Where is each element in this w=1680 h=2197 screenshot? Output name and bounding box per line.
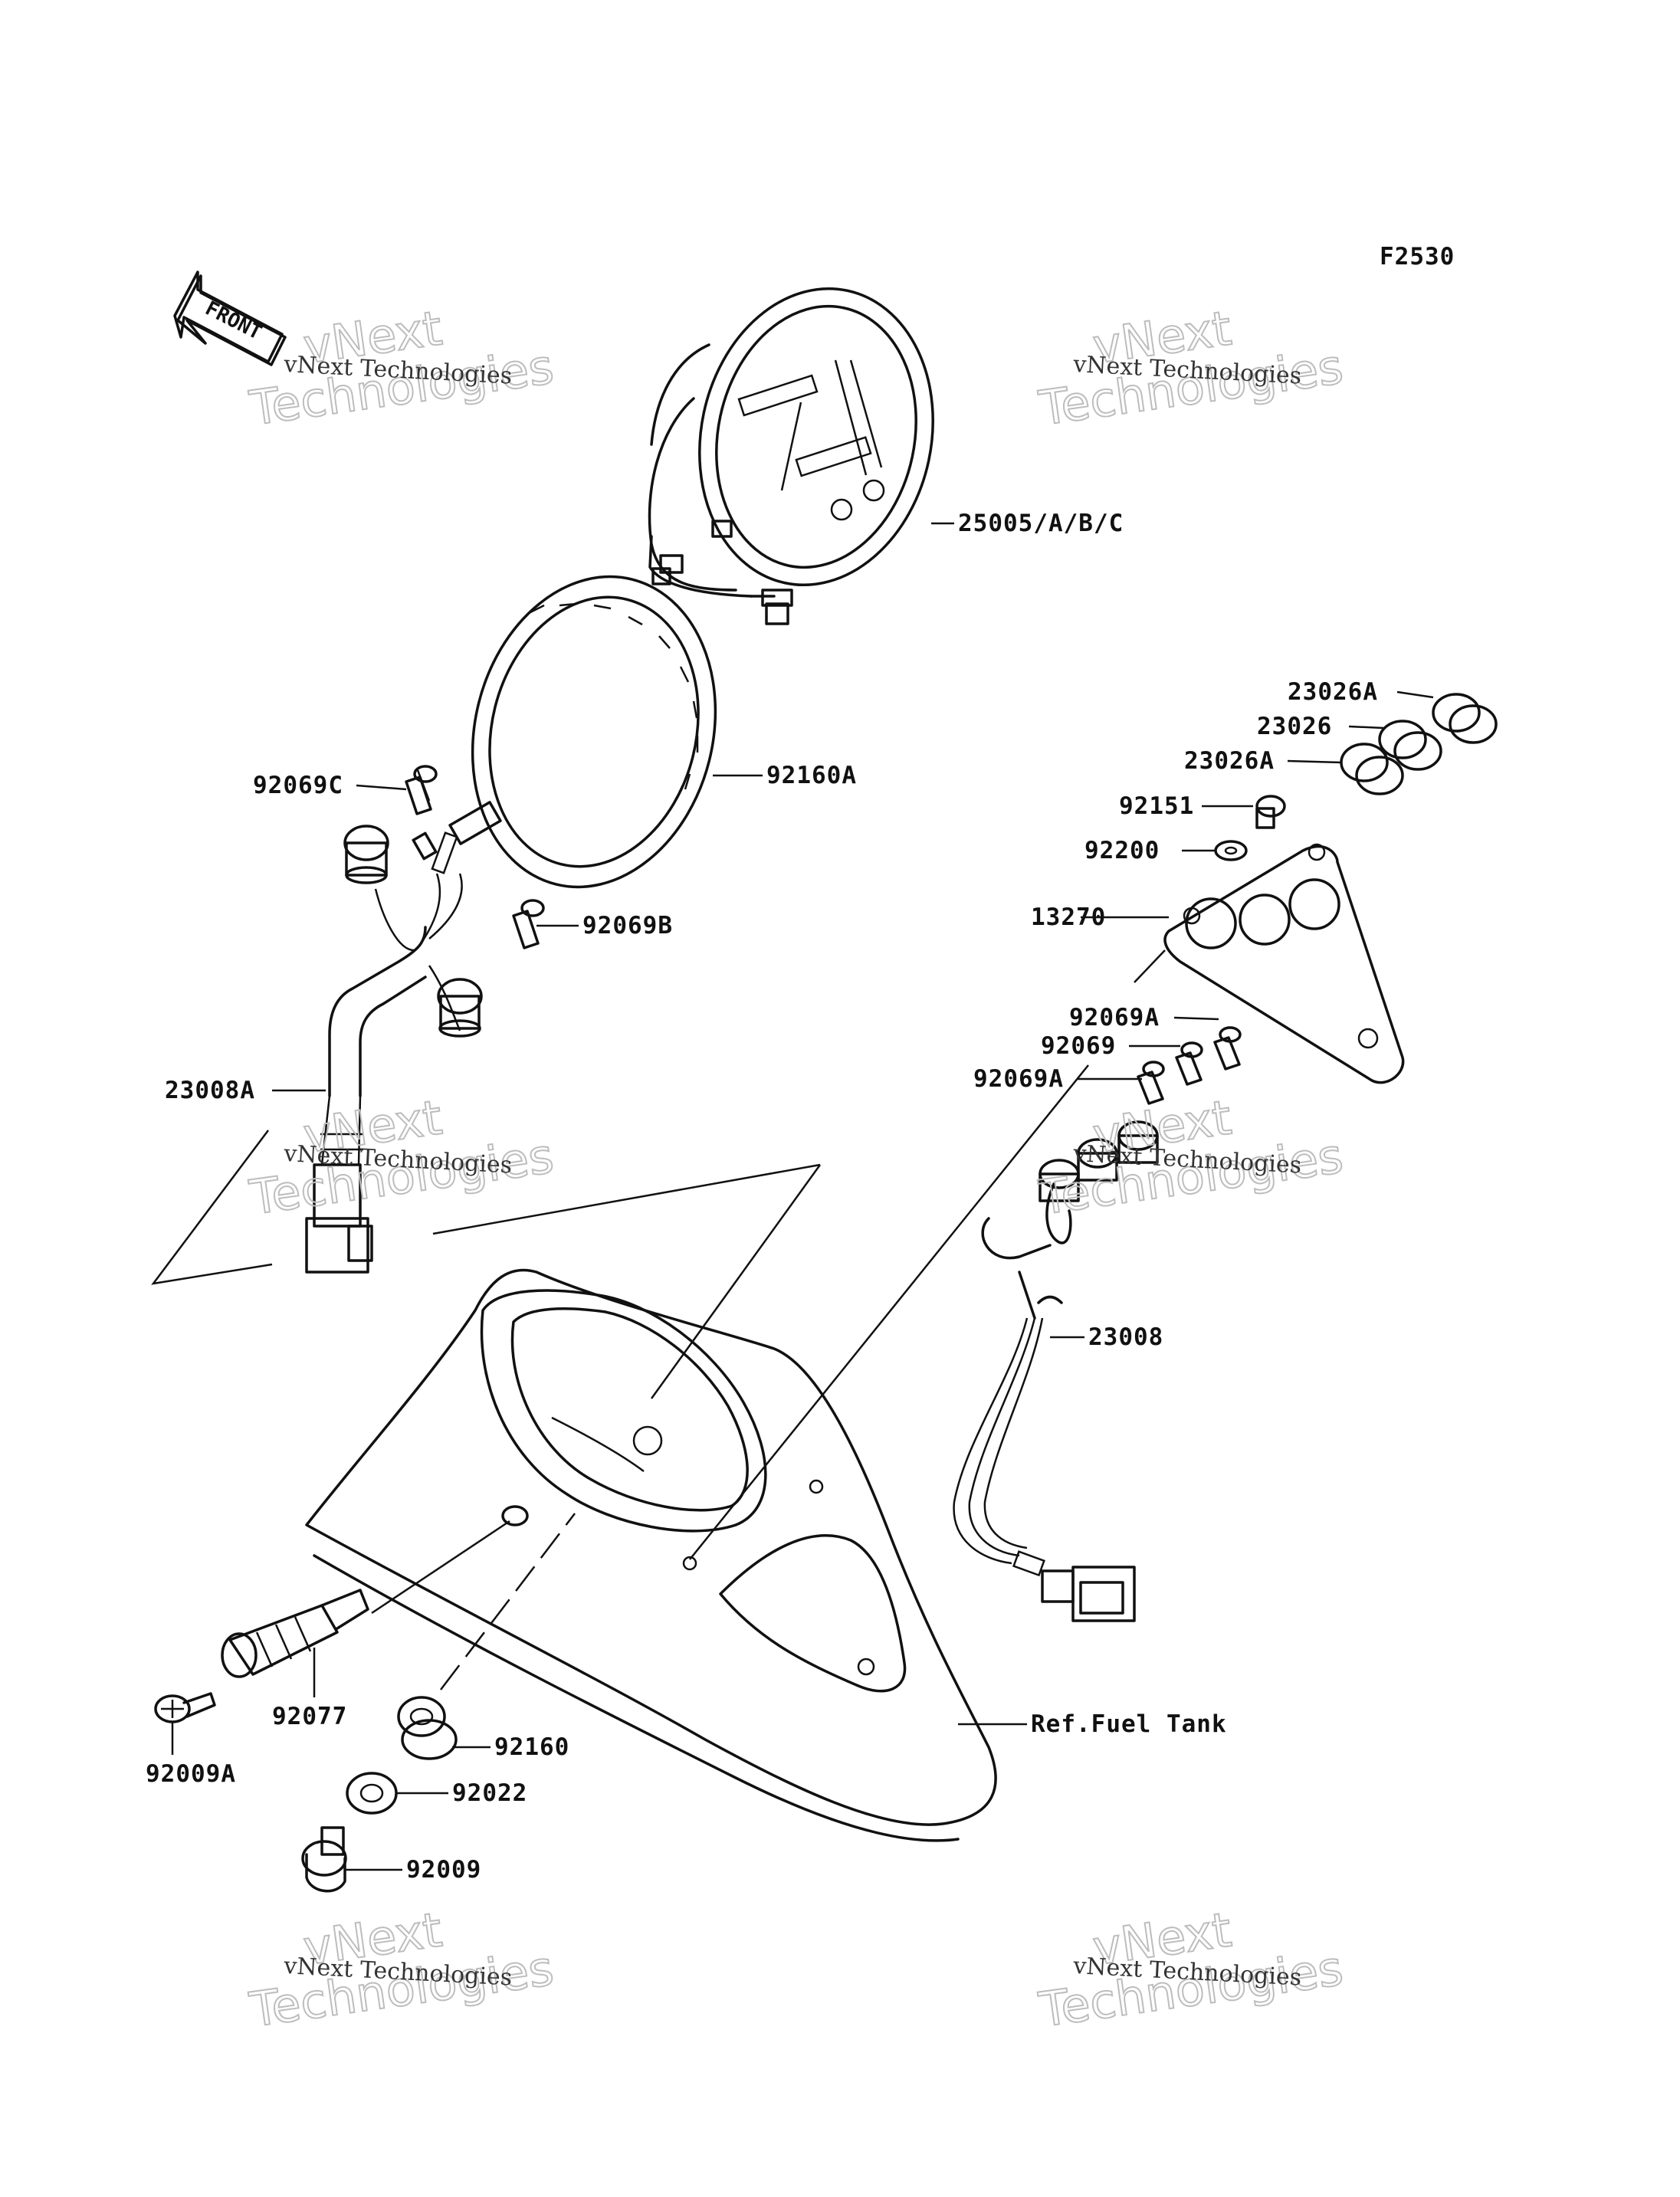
figure-code: F2530 [1380, 243, 1455, 271]
callout-ref-fuel-tank: Ref.Fuel Tank [1031, 1710, 1227, 1738]
socket-right-3-icon [1117, 1120, 1159, 1164]
callout-92160A: 92160A [766, 762, 857, 789]
callout-13270: 13270 [1031, 903, 1106, 931]
wiring-harness-23008 [953, 1120, 1159, 1622]
speedometer-25005 [648, 287, 934, 625]
meter-ring-92160A [471, 575, 717, 889]
bulb-92069B-icon [512, 899, 545, 949]
callout-92200: 92200 [1084, 837, 1160, 864]
bulb-92069C-icon [405, 765, 438, 815]
cap-23026-icon [1378, 720, 1442, 771]
callout-92009: 92009 [406, 1856, 481, 1884]
harness-plug-icon [305, 1163, 373, 1274]
callout-92069: 92069 [1041, 1032, 1116, 1060]
leader-lines [151, 522, 1434, 1871]
screw-92151-icon [1255, 795, 1286, 829]
screw-92009A-icon [154, 1692, 216, 1723]
callout-92160: 92160 [494, 1733, 569, 1761]
bulb-socket-lower-icon [437, 978, 483, 1038]
cap-23026A-bottom-icon [1340, 743, 1404, 795]
grommet-92160-icon [397, 1696, 458, 1760]
speedometer-stud-bottom-icon [761, 589, 793, 625]
front-arrow-label: FRONT [202, 297, 265, 345]
front-arrow-icon: FRONT [173, 271, 287, 366]
callout-23008: 23008 [1088, 1323, 1163, 1351]
callout-25005: 25005/A/B/C [958, 510, 1124, 537]
bulb-92069A-top-icon [1213, 1026, 1242, 1071]
callout-92069A-top: 92069A [1069, 1004, 1160, 1031]
callout-92022: 92022 [452, 1779, 527, 1807]
bulb-socket-upper-icon [343, 825, 389, 884]
callout-92077: 92077 [272, 1703, 347, 1730]
callout-23026A-top: 23026A [1288, 678, 1378, 706]
callout-92069A-bottom: 92069A [973, 1065, 1064, 1093]
bulb-92069-icon [1175, 1041, 1203, 1086]
callout-92069B: 92069B [582, 912, 673, 939]
callout-92009A: 92009A [146, 1760, 236, 1788]
callout-92069C: 92069C [253, 772, 343, 799]
callout-labels: 25005/A/B/C 92160A 92069C 92069B 23008A … [146, 510, 1378, 1884]
harness-plug-right-icon [1041, 1566, 1136, 1622]
bulb-92069A-bottom-icon [1137, 1061, 1165, 1105]
wiring-harness-23008A [305, 801, 502, 1274]
bracket-13270 [1163, 843, 1405, 1084]
collar-92022-icon [346, 1772, 398, 1815]
speedometer-stud-left-icon [651, 554, 684, 585]
callout-92151: 92151 [1119, 792, 1194, 820]
bolt-92009-icon [301, 1826, 347, 1893]
washer-92200-icon [1214, 840, 1248, 861]
reset-knob-92077-icon [221, 1589, 369, 1678]
callout-23026A-bottom: 23026A [1184, 747, 1275, 775]
cap-23026A-top-icon [1432, 693, 1498, 744]
socket-right-2-icon [1077, 1138, 1118, 1182]
meter-cover-housing [305, 1268, 997, 1842]
connector-clip-icon [412, 801, 502, 861]
callout-23026: 23026 [1257, 713, 1332, 740]
callout-23008A: 23008A [165, 1077, 255, 1104]
